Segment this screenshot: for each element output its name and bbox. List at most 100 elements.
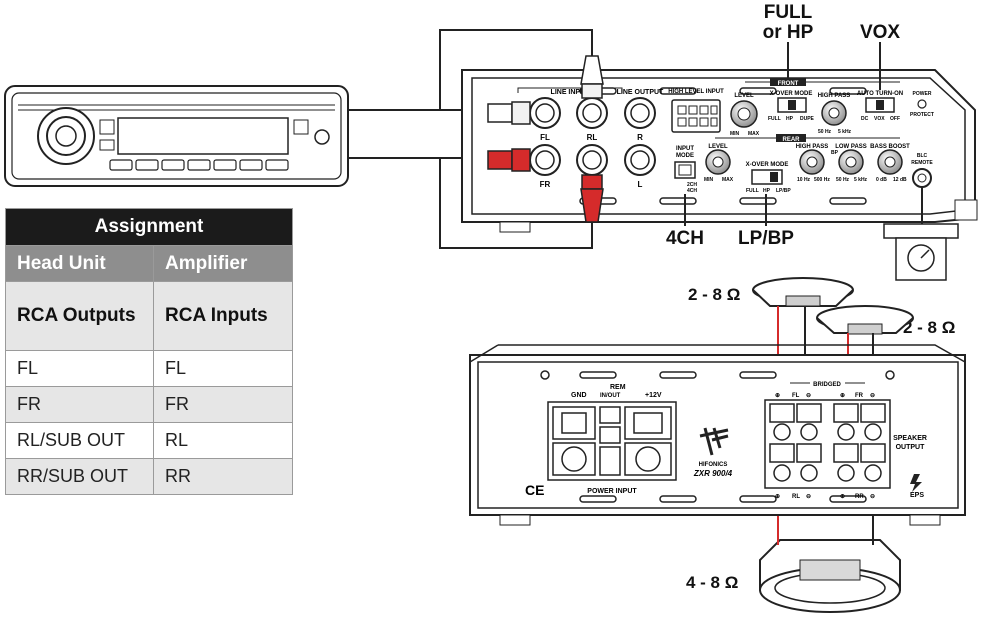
line-input-label: LINE INPUT [551,89,591,96]
assignment-table: Assignment Head Unit Amplifier RCA Outpu… [5,208,293,495]
rear-hp-10hz: 10 Hz [797,177,811,183]
rear-hp-label: HP [763,188,771,194]
line-output-jack-r[interactable] [624,97,656,129]
eps-label: EPS [910,492,924,499]
eps-lightning-icon [910,474,922,492]
jack-label-rl: RL [587,133,598,142]
high-level-input-connector[interactable] [671,99,721,133]
rear-lpbp-label: LP/BP [776,188,791,194]
column-amplifier: Amplifier [153,245,293,282]
head-unit [4,85,349,187]
svg-text:⊖: ⊖ [870,494,875,500]
rca-jack-fr[interactable] [529,144,561,176]
remote-label: REMOTE [911,160,933,166]
impedance-front-left: 2 - 8 Ω [688,285,740,304]
display-screen [117,117,289,155]
table-row: RL/SUB OUT RL [5,422,293,459]
model-label: ZXR 900/4 [693,469,733,478]
table-row: RCA Outputs RCA Inputs [5,281,293,351]
rem-label: REM [610,384,626,391]
bass-boost-label: BASS BOOST [870,144,910,150]
auto-off-label: OFF [890,116,900,122]
bass-boost-knob[interactable] [877,149,903,175]
rca-plug-white-fl [487,101,531,125]
rca-jack-rl[interactable] [576,97,608,129]
column-head-unit: Head Unit [5,245,154,282]
input-mode-label-1: INPUT [676,146,694,152]
callout-lines [684,42,881,226]
table-row: FL FL [5,350,293,387]
gnd-label: GND [571,392,587,399]
front-hp-5khz: 5 kHz [838,129,852,135]
rear-high-pass-label: HIGH PASS [796,144,829,150]
rca-plug-red-rr [580,174,604,223]
line-output-jack-l[interactable] [624,144,656,176]
impedance-subwoofer: 4 - 8 Ω [686,573,738,592]
jack-label-l: L [638,180,643,189]
rear-level-min: MIN [704,177,714,183]
blc-remote-jack[interactable] [912,168,932,188]
rear-level-knob[interactable] [705,149,731,175]
amplifier-input-panel: LINE INPUT LINE OUTPUT FL RL [461,55,978,281]
rca-jack-rr[interactable] [576,144,608,176]
table-row: FR FR [5,386,293,423]
svg-text:⊖: ⊖ [806,393,811,399]
svg-text:⊖: ⊖ [806,494,811,500]
terminal-label-rl: RL [792,494,800,500]
power-input-terminal[interactable] [547,401,677,481]
speaker-output-terminal[interactable] [764,399,891,489]
bass-boost-0db: 0 dB [876,177,887,183]
front-hp-label: HP [786,116,794,122]
rear-lp-50hz: 50 Hz [836,177,850,183]
front-high-pass-label: HIGH PASS [818,93,851,99]
brand-label: HIFONICS [699,462,728,468]
auto-vox-label: VOX [874,116,885,122]
speaker-front-right-icon [816,305,914,335]
front-xover-label: X-OVER MODE [770,91,813,97]
rear-low-pass-label: LOW PASS [835,144,867,150]
front-level-knob[interactable] [730,100,758,128]
rear-high-pass-knob[interactable] [799,149,825,175]
front-section-label: FRONT [778,81,799,87]
power-led-icon [917,99,927,109]
cell-head-unit: FL [5,350,154,387]
rear-bp-label: BP [831,150,839,156]
speaker-output-label-1: SPEAKER [893,435,927,442]
ce-mark: CE [525,482,544,498]
rear-low-pass-knob[interactable] [838,149,864,175]
cell-amplifier: RCA Inputs [153,281,293,351]
impedance-front-right: 2 - 8 Ω [903,318,955,337]
cell-amplifier: FR [153,386,293,423]
cell-head-unit: RR/SUB OUT [5,458,154,495]
hifonics-logo-icon [699,427,729,456]
front-hp-50hz: 50 Hz [818,129,832,135]
power-label: POWER [913,91,932,97]
rear-hp-500hz: 500 Hz [814,177,830,183]
rca-jack-fl[interactable] [529,97,561,129]
speaker-output-label-2: OUTPUT [896,444,926,451]
table-row: RR/SUB OUT RR [5,458,293,495]
cell-amplifier: FL [153,350,293,387]
rear-full-label: FULL [746,188,759,194]
front-high-pass-knob[interactable] [821,100,847,126]
rear-section-label: REAR [782,137,800,143]
high-level-input-label: HIGH LEVEL INPUT [668,89,724,95]
bass-boost-12db: 12 dB [893,177,907,183]
cell-amplifier: RR [153,458,293,495]
jack-label-fl: FL [540,133,550,142]
input-mode-label-2: MODE [676,153,694,159]
power-input-label: POWER INPUT [587,488,637,495]
rear-level-label: LEVEL [708,144,728,150]
mode-4ch-label: 4CH [687,188,697,194]
cell-head-unit: RL/SUB OUT [5,422,154,459]
blc-label: BLC [917,153,928,159]
svg-text:⊖: ⊖ [870,393,875,399]
terminal-label-fl: FL [792,393,800,399]
rca-plug-red-fr [487,148,531,172]
bass-level-remote[interactable] [883,223,959,281]
callout-full: FULL [764,2,813,23]
front-level-min: MIN [730,131,740,137]
callout-or-hp: or HP [763,22,814,43]
rear-lp-5khz: 5 kHz [854,177,868,183]
